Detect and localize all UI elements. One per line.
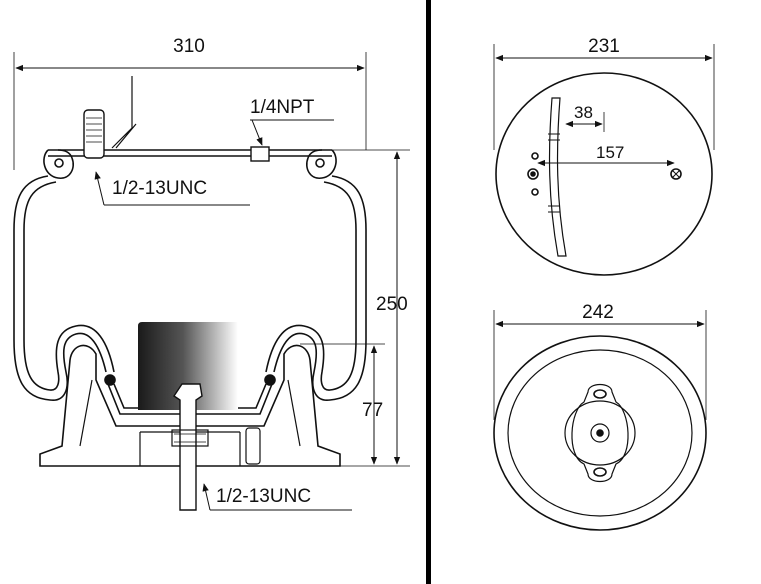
bottom-center-hole bbox=[596, 429, 604, 437]
piston-body bbox=[39, 344, 341, 467]
top-stud-label: 1/2-13UNC bbox=[112, 178, 207, 199]
top-port-hole bbox=[670, 168, 682, 180]
bellows-inner bbox=[23, 181, 115, 391]
top-diameter-label: 231 bbox=[588, 36, 620, 57]
top-stud bbox=[83, 109, 105, 159]
top-stud-leader-arrow bbox=[94, 171, 105, 206]
top-stud-hole-center bbox=[530, 171, 536, 177]
top-plate-crimp bbox=[548, 97, 567, 257]
bottom-outer-outline bbox=[493, 335, 707, 531]
piston-small-boss bbox=[245, 427, 261, 465]
left-bead-hole bbox=[54, 158, 64, 168]
piston-right-bead bbox=[264, 374, 276, 386]
port-label: 1/4NPT bbox=[250, 97, 315, 118]
top-plate-outline bbox=[495, 72, 713, 276]
height-label: 250 bbox=[376, 294, 408, 315]
piston-height-label: 77 bbox=[362, 400, 383, 421]
bottom-stud bbox=[173, 383, 203, 511]
panel-divider bbox=[426, 0, 431, 584]
bottom-mount-flange bbox=[571, 383, 629, 483]
left-bead-roll bbox=[43, 149, 74, 179]
port-fitting bbox=[250, 146, 270, 162]
top-small-hole-lower bbox=[531, 188, 539, 196]
piston-ribs bbox=[79, 379, 301, 466]
width-label: 310 bbox=[173, 36, 205, 57]
piston-left-bead bbox=[104, 374, 116, 386]
bottom-diameter-label: 242 bbox=[582, 302, 614, 323]
bellows-inner-right bbox=[265, 181, 357, 391]
top-view bbox=[493, 44, 715, 276]
bellows-outer-right bbox=[273, 175, 367, 401]
piston-shading bbox=[138, 322, 238, 410]
side-view-details bbox=[83, 76, 352, 511]
bottom-stud-leader-arrow bbox=[202, 483, 211, 511]
top-stud-hole bbox=[527, 168, 539, 180]
top-plate-tab-lower bbox=[548, 205, 560, 213]
top-stud-threads bbox=[86, 117, 102, 143]
right-bead-roll bbox=[306, 149, 337, 179]
bottom-mount-hole-lower bbox=[593, 467, 607, 477]
bottom-hub-ring bbox=[564, 400, 636, 466]
air-fitting-bracket bbox=[111, 76, 137, 149]
offset-label: 38 bbox=[574, 103, 593, 122]
top-small-hole-upper bbox=[531, 152, 539, 160]
bottom-stud-threads bbox=[174, 433, 206, 443]
bottom-stud-nut bbox=[171, 429, 209, 447]
spacing-label: 157 bbox=[596, 143, 624, 162]
port-leader-arrow bbox=[251, 119, 263, 146]
bellows-outer bbox=[13, 175, 107, 401]
bottom-stud-label: 1/2-13UNC bbox=[216, 486, 311, 507]
top-plate-tab-upper bbox=[548, 133, 560, 141]
bottom-inner-outline bbox=[507, 349, 693, 517]
bottom-view bbox=[493, 310, 707, 531]
right-bead-hole bbox=[315, 158, 325, 168]
bottom-center-boss bbox=[590, 423, 610, 443]
top-port-hole-cross bbox=[671, 169, 681, 179]
bottom-mount-hole-upper bbox=[593, 389, 607, 399]
